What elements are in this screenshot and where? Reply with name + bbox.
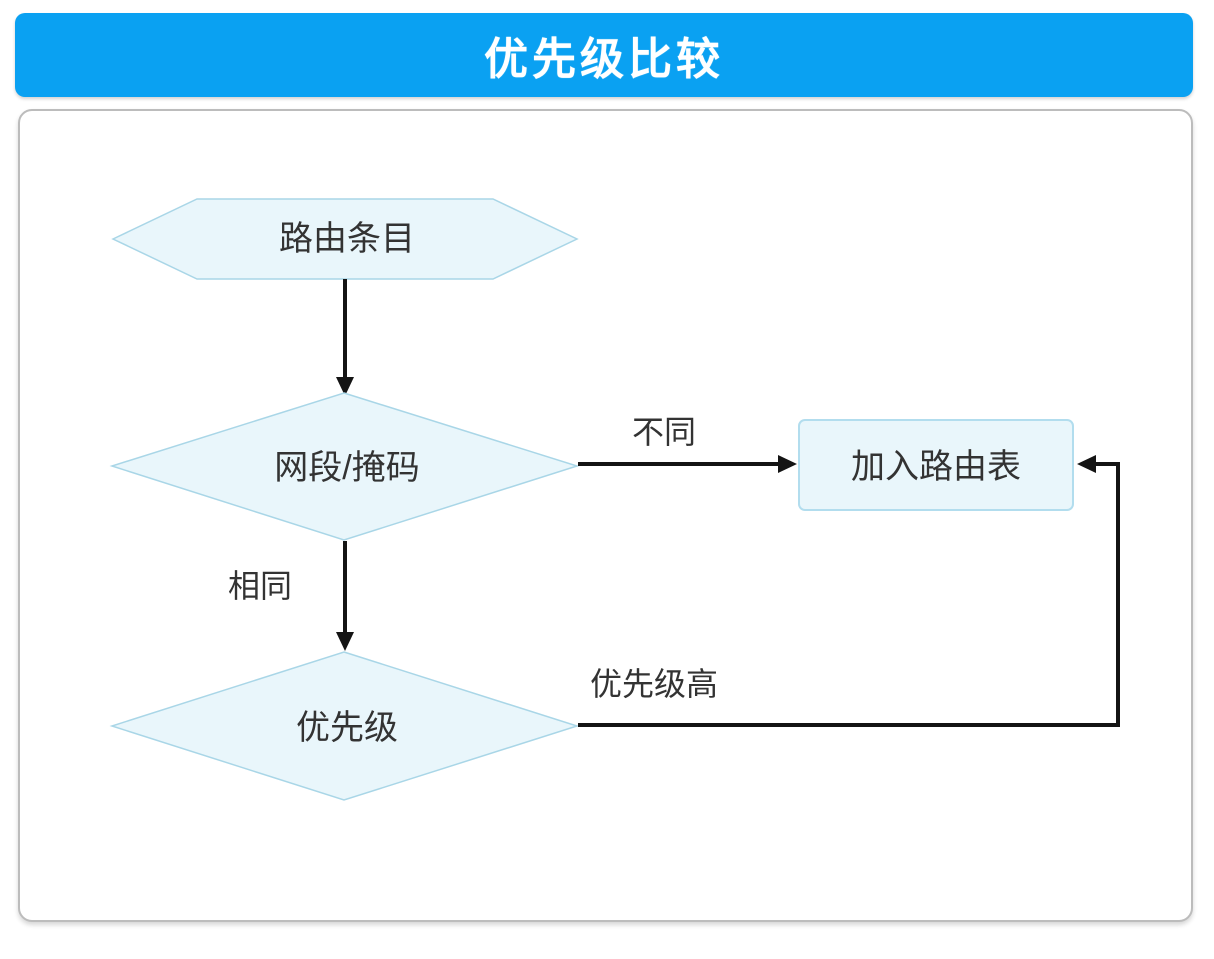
diagram-panel bbox=[18, 109, 1193, 922]
title-bar: 优先级比较 bbox=[15, 13, 1193, 97]
page-title: 优先级比较 bbox=[484, 34, 724, 85]
